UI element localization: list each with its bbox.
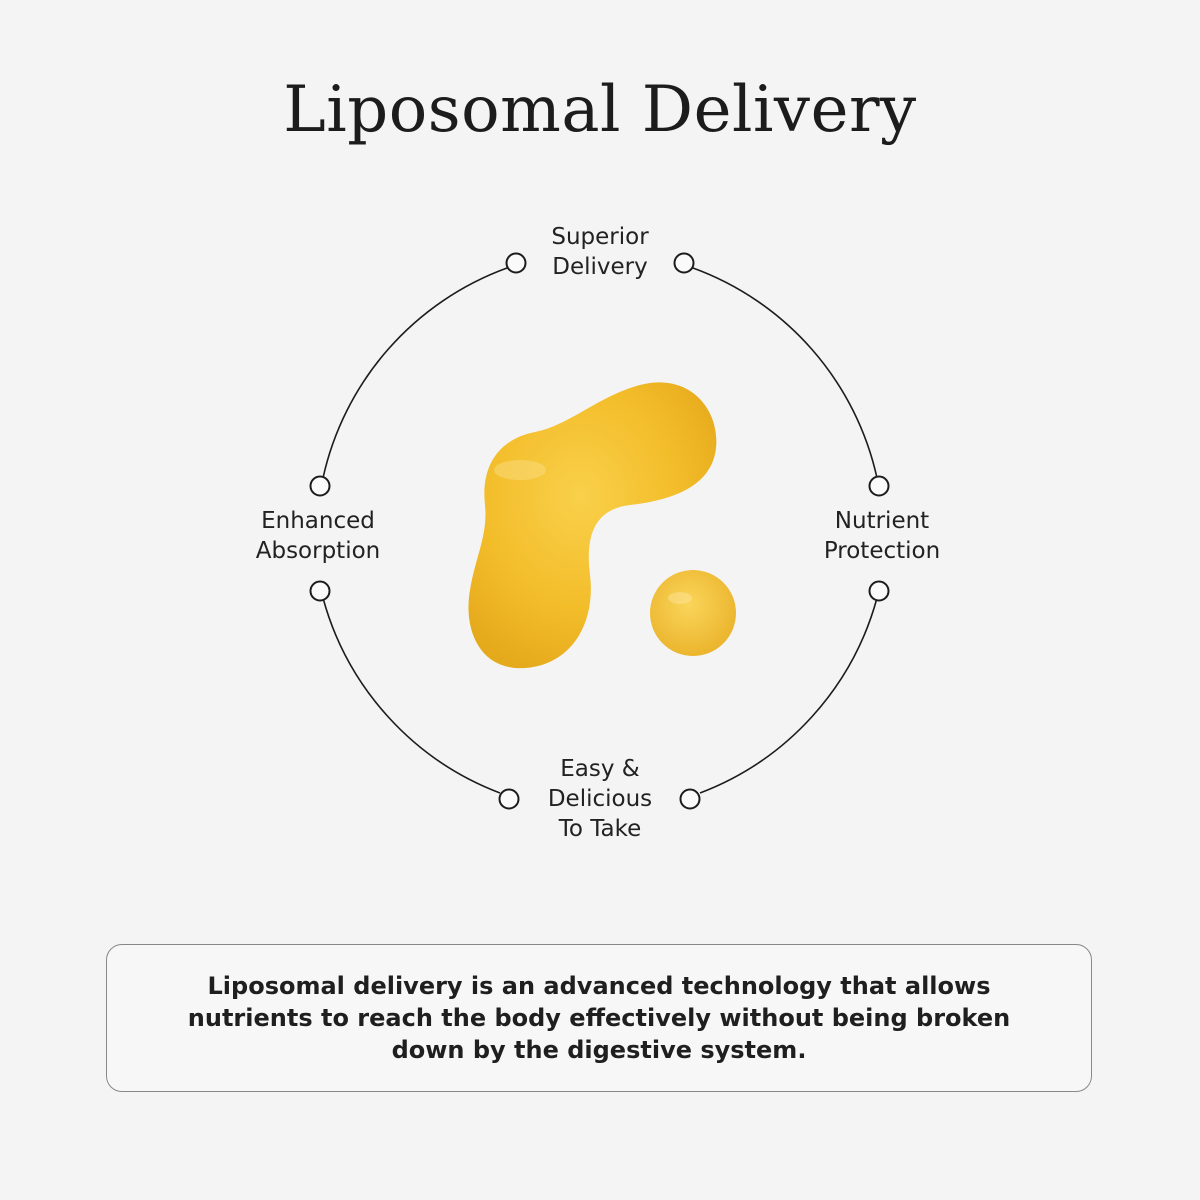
node-top-left [505,252,527,274]
large-droplet-highlight [494,460,546,480]
large-droplet [468,382,717,669]
label-enhanced-absorption: Enhanced Absorption [255,508,381,564]
node-right-top [868,475,890,497]
small-droplet [650,570,736,656]
arc-top-left [322,267,508,479]
page-title: Liposomal Delivery [283,73,917,147]
node-bottom-right [679,788,701,810]
description-box: Liposomal delivery is an advanced techno… [106,944,1092,1092]
small-droplet-highlight [668,592,692,604]
label-nutrient-protection: Nutrient Protection [823,508,941,564]
label-superior-delivery: Superior Delivery [551,224,649,280]
arc-bottom-right [699,597,878,794]
node-right-bottom [868,580,890,602]
liposome-droplets [468,382,736,669]
node-left-bottom [309,580,331,602]
node-bottom-left [498,788,520,810]
cycle-arcs [322,267,878,794]
arc-bottom-left [322,597,501,794]
node-left-top [309,475,331,497]
cycle-nodes [309,252,890,810]
arc-top-right [692,267,878,479]
label-easy-delicious: Easy & Delicious To Take [547,756,653,842]
description-text: Liposomal delivery is an advanced techno… [187,972,1011,1064]
node-top-right [673,252,695,274]
